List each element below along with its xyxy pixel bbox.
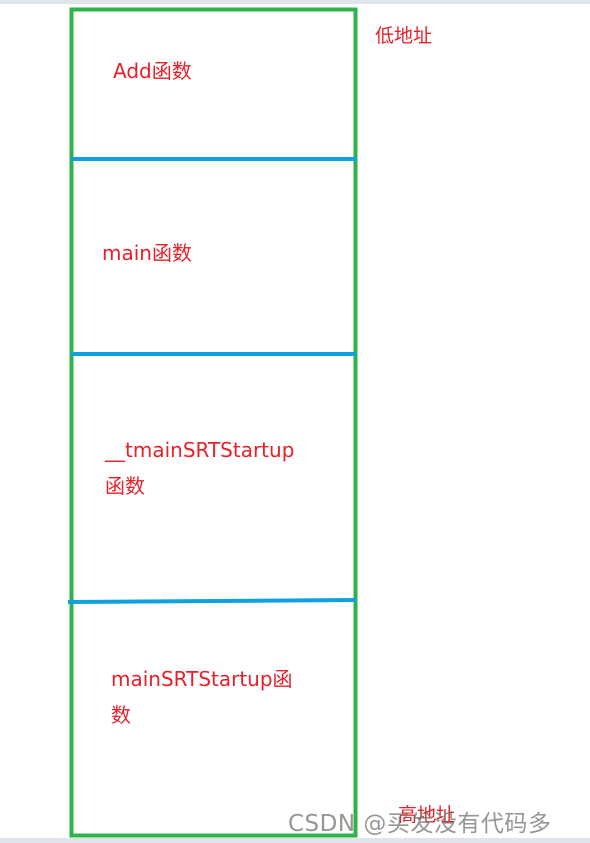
memory-outline (69, 7, 358, 838)
csdn-watermark: CSDN @买发没有代码多 (288, 811, 552, 837)
segment-label-line1: mainSRTStartup函 (111, 667, 293, 691)
segment-label-line1: __tmainSRTStartup (105, 438, 295, 462)
bottom-border (0, 838, 590, 843)
divider-line-3 (67, 598, 357, 604)
segment-label-line2: 数 (111, 703, 131, 727)
segment-main-function: main函数 (102, 235, 192, 271)
low-address-label: 低地址 (375, 25, 433, 47)
segment-label-line2: 函数 (105, 474, 145, 498)
top-border (0, 0, 590, 4)
high-address-label: 高地址 (398, 804, 456, 826)
segment-add-function: Add函数 (113, 53, 192, 89)
segment-mainsrtstartup-function: mainSRTStartup函 数 (111, 661, 293, 733)
segment-label-line1: main函数 (102, 241, 192, 265)
segment-tmainsrtstartup-function: __tmainSRTStartup 函数 (105, 432, 294, 504)
segment-label-line1: Add函数 (113, 59, 192, 83)
